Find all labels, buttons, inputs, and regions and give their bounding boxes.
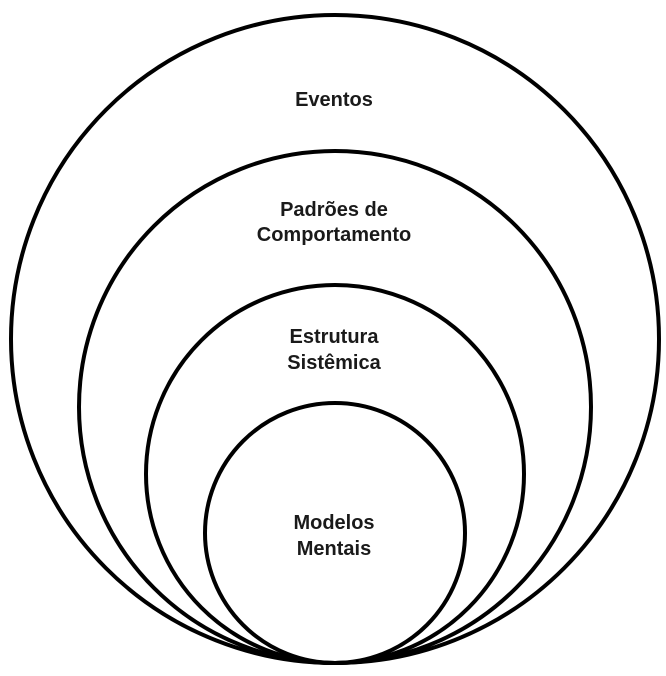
label-modelos-line1: Modelos (293, 512, 374, 534)
label-padroes-line1: Padrões de (280, 199, 388, 221)
label-estrutura-line2: Sistêmica (287, 352, 381, 374)
ring-modelos (203, 401, 467, 665)
label-modelos-line2: Mentais (297, 538, 371, 560)
label-eventos: Eventos (295, 89, 373, 111)
label-padroes-line2: Comportamento (257, 224, 411, 246)
label-estrutura-line1: Estrutura (290, 326, 380, 348)
